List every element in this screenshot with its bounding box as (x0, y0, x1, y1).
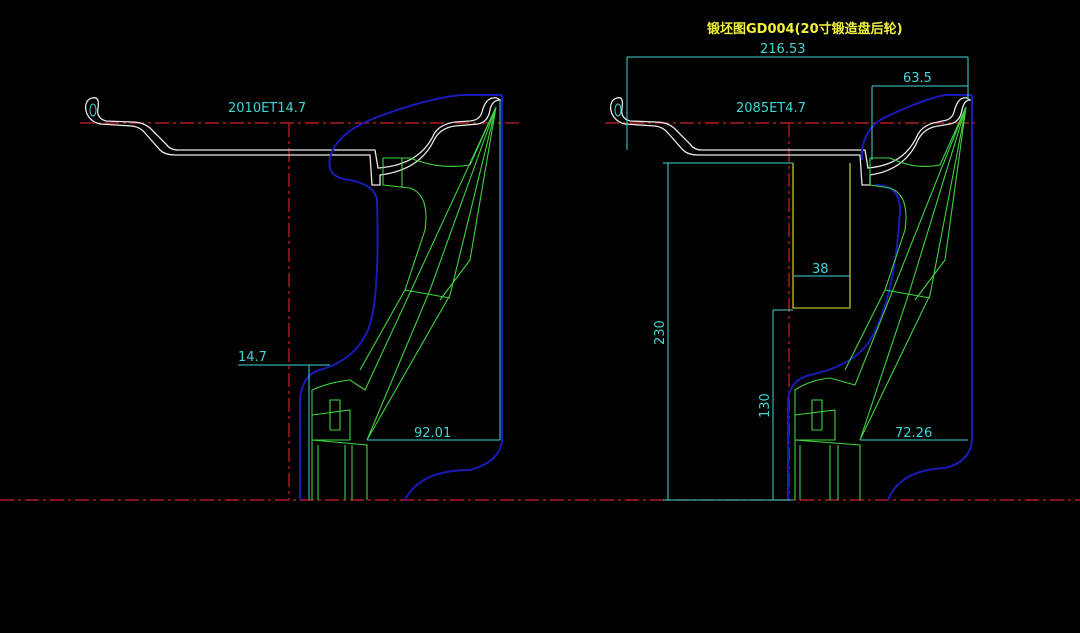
left-offset-dimension: 14.7 (238, 350, 267, 365)
right-spoke (794, 106, 967, 500)
left-rim-profile (85, 97, 503, 186)
left-wheel-spec-label: 2010ET14.7 (228, 101, 306, 116)
right-depth-dimension: 72.26 (895, 426, 932, 441)
left-depth-dimension: 92.01 (414, 426, 451, 441)
right-wheel-section: 锻坯图GD004(20寸锻造盘后轮) 216.53 63.5 2085ET4.7… (610, 21, 973, 501)
left-dim-lines (238, 100, 501, 500)
left-bead-seat (89, 103, 97, 117)
block-width-dimension: 38 (812, 262, 829, 277)
right-hub-dimension: 130 (758, 393, 773, 418)
right-bead-seat (614, 103, 622, 117)
left-spoke (311, 106, 497, 500)
right-wheel-spec-label: 2085ET4.7 (736, 101, 806, 116)
right-blank-outline (787, 94, 973, 501)
right-rim-profile (610, 97, 973, 186)
right-dim-lines (626, 56, 969, 501)
right-flange-dimension: 63.5 (903, 71, 932, 86)
forging-block-outline (792, 163, 851, 309)
left-blank-outline (299, 94, 503, 501)
drawing-title: 锻坯图GD004(20寸锻造盘后轮) (707, 21, 903, 37)
right-width-dimension: 216.53 (760, 42, 806, 57)
left-wheel-section: 2010ET14.7 14.7 92.01 (85, 94, 503, 501)
right-height-dimension: 230 (653, 320, 668, 345)
